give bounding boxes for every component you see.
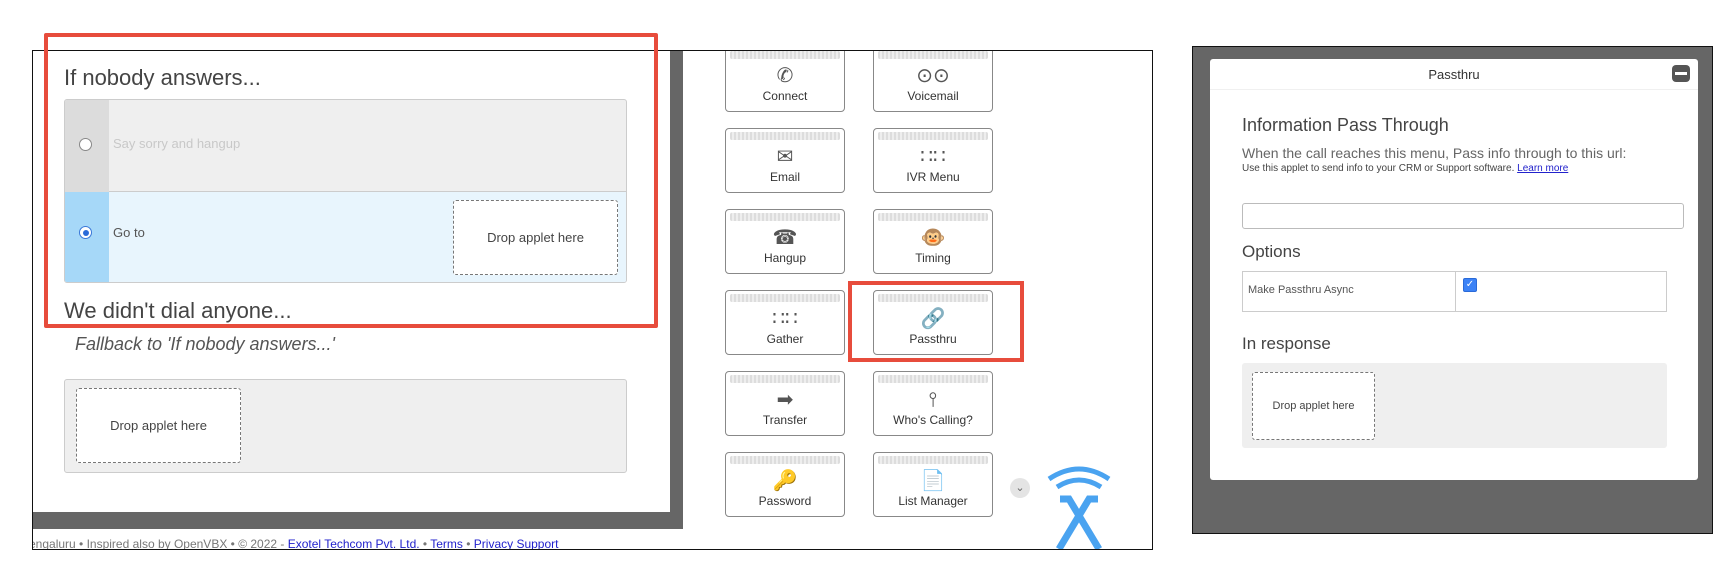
drag-handle[interactable] xyxy=(878,375,988,383)
applet-label: Connect xyxy=(762,89,808,103)
applet-label: Passthru xyxy=(909,332,957,346)
divider-strip xyxy=(670,51,683,529)
option-hangup-row[interactable]: Say sorry and hangup xyxy=(65,100,626,192)
option-async-label: Make Passthru Async xyxy=(1248,284,1354,296)
link-icon: 🔗 xyxy=(920,308,946,330)
terms-link[interactable]: Terms xyxy=(430,537,463,550)
drag-handle[interactable] xyxy=(878,294,988,302)
drop-applet-zone[interactable]: Drop applet here xyxy=(453,200,618,275)
applet-tile-email[interactable]: ✉ Email xyxy=(725,128,845,193)
applet-label: Password xyxy=(758,494,812,508)
monkey-icon: 🐵 xyxy=(920,227,946,249)
nobody-answers-options: Say sorry and hangup Go to Drop applet h… xyxy=(64,99,627,283)
envelope-icon: ✉ xyxy=(776,146,794,168)
footer: engaluru • Inspired also by OpenVBX • © … xyxy=(32,537,559,550)
company-link[interactable]: Exotel Techcom Pvt. Ltd. xyxy=(287,537,420,550)
applet-tile-ivr-menu[interactable]: ∷∷ IVR Menu xyxy=(873,128,993,193)
applet-label: Transfer xyxy=(762,413,808,427)
drag-handle[interactable] xyxy=(878,132,988,140)
keypad-icon: ∷∷ xyxy=(920,146,946,168)
applet-tile-connect[interactable]: ✆ Connect xyxy=(725,51,845,112)
applet-tile-gather[interactable]: ∷∷ Gather xyxy=(725,290,845,355)
applet-label: Email xyxy=(769,170,800,184)
fallback-text: Fallback to 'If nobody answers...' xyxy=(75,334,335,354)
drag-handle[interactable] xyxy=(730,456,840,464)
applet-tile-voicemail[interactable]: ⊙⊙ Voicemail xyxy=(873,51,993,112)
help-text: Use this applet to send info to your CRM… xyxy=(1242,163,1569,174)
applet-label: Who's Calling? xyxy=(893,413,973,427)
option-goto-label: Go to xyxy=(113,225,145,240)
applet-tile-timing[interactable]: 🐵 Timing xyxy=(873,209,993,274)
drag-handle[interactable] xyxy=(878,51,988,59)
dialog-title: Passthru xyxy=(1210,59,1698,90)
learn-more-link[interactable]: Learn more xyxy=(1517,163,1569,174)
chevron-down-icon[interactable]: ⌄ xyxy=(1010,478,1030,498)
dial-applet-card: If nobody answers... Say sorry and hangu… xyxy=(33,51,670,512)
async-checkbox[interactable]: ✓ xyxy=(1463,278,1477,292)
applet-label: Timing xyxy=(915,251,951,265)
applet-label: Voicemail xyxy=(907,89,959,103)
drag-handle[interactable] xyxy=(730,51,840,59)
keypad-icon: ∷∷ xyxy=(772,308,798,330)
no-dial-drop-area: Drop applet here xyxy=(64,379,627,473)
exotel-logo xyxy=(1047,466,1111,549)
minimize-icon[interactable] xyxy=(1672,65,1690,82)
heading-no-dial: We didn't dial anyone... xyxy=(64,298,292,323)
applet-tile-list-manager[interactable]: 📄 List Manager xyxy=(873,452,993,517)
applet-tile-password[interactable]: 🔑 Password xyxy=(725,452,845,517)
drop-applet-zone[interactable]: Drop applet here xyxy=(76,388,241,463)
applet-label: List Manager xyxy=(898,494,968,508)
applet-label: Gather xyxy=(766,332,804,346)
applet-tile-transfer[interactable]: ➡ Transfer xyxy=(725,371,845,436)
response-drop-area: Drop applet here xyxy=(1242,363,1667,448)
phone-icon: ✆ xyxy=(776,65,794,87)
in-response-heading: In response xyxy=(1242,334,1331,353)
key-icon: 🔑 xyxy=(772,470,798,492)
url-input[interactable] xyxy=(1242,203,1684,229)
radio-goto[interactable] xyxy=(79,226,92,239)
applet-label: IVR Menu xyxy=(906,170,960,184)
heading-if-nobody-answers: If nobody answers... xyxy=(64,65,261,90)
section-heading: Information Pass Through xyxy=(1242,115,1449,135)
scrollbar-track[interactable] xyxy=(33,512,683,529)
applet-label: Hangup xyxy=(763,251,807,265)
description: When the call reaches this menu, Pass in… xyxy=(1242,145,1627,161)
applet-tile-passthru[interactable]: 🔗 Passthru xyxy=(873,290,993,355)
passthru-panel: Passthru Information Pass Through When t… xyxy=(1192,46,1713,534)
list-icon: 📄 xyxy=(920,470,946,492)
option-hangup-label: Say sorry and hangup xyxy=(113,136,241,151)
radio-hangup[interactable] xyxy=(79,138,92,151)
passthru-dialog: Passthru Information Pass Through When t… xyxy=(1210,59,1698,480)
drag-handle[interactable] xyxy=(730,375,840,383)
arrow-icon: ➡ xyxy=(776,389,794,411)
voicemail-icon: ⊙⊙ xyxy=(916,65,950,87)
drag-handle[interactable] xyxy=(730,213,840,221)
options-table: Make Passthru Async ✓ xyxy=(1242,271,1667,312)
drop-applet-zone[interactable]: Drop applet here xyxy=(1252,372,1375,440)
drag-handle[interactable] xyxy=(878,213,988,221)
highlight-box xyxy=(44,33,658,328)
drag-handle[interactable] xyxy=(878,456,988,464)
highlight-box-passthru xyxy=(848,281,1024,362)
footer-text: engaluru • Inspired also by OpenVBX • © … xyxy=(32,537,288,550)
privacy-link[interactable]: Privacy Support xyxy=(473,537,559,550)
applet-tile-hangup[interactable]: ☎ Hangup xyxy=(725,209,845,274)
options-heading: Options xyxy=(1242,242,1301,261)
hangup-icon: ☎ xyxy=(772,227,798,249)
option-goto-row[interactable]: Go to Drop applet here xyxy=(65,192,626,282)
flow-editor: If nobody answers... Say sorry and hangu… xyxy=(32,50,1153,550)
drag-handle[interactable] xyxy=(730,294,840,302)
branch-icon: ⫯ xyxy=(928,389,938,411)
drag-handle[interactable] xyxy=(730,132,840,140)
applet-tile-who-s-calling[interactable]: ⫯ Who's Calling? xyxy=(873,371,993,436)
